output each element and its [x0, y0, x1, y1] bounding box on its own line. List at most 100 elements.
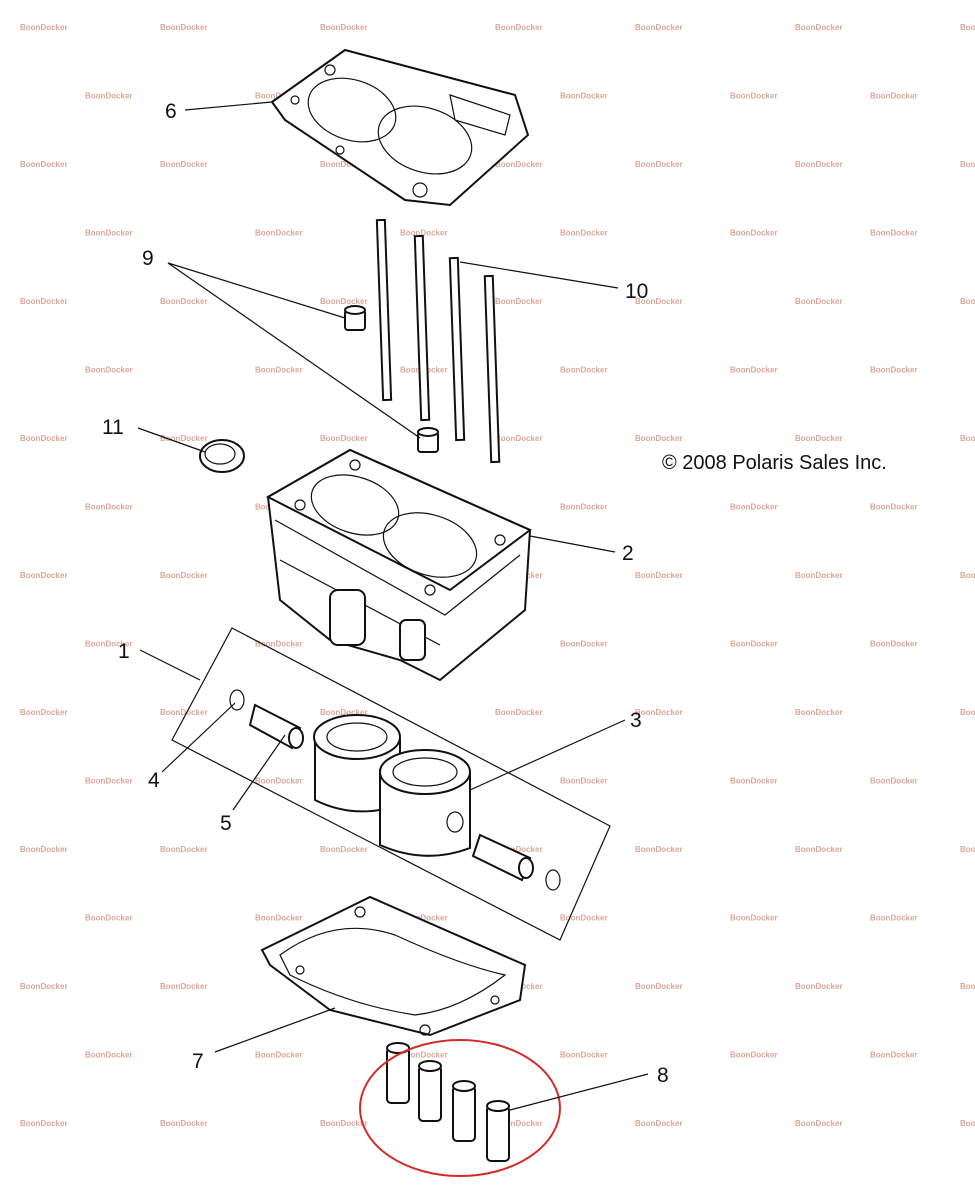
cylinder-block [265, 448, 532, 682]
watermark-text: BoonDocker [495, 708, 543, 717]
watermark-text: BoonDocker [495, 1119, 543, 1128]
watermark-text: BoonDocker [635, 1119, 683, 1128]
watermark-text: BoonDocker [320, 23, 368, 32]
piston-pin [248, 703, 534, 882]
cylinder-studs [375, 218, 501, 464]
watermark-text: BoonDocker [85, 777, 133, 786]
callout-9: 9 [142, 247, 154, 270]
watermark-text: BoonDocker [495, 845, 543, 854]
head-gasket [270, 48, 530, 207]
watermark-text: BoonDocker [20, 23, 68, 32]
watermark-text: BoonDocker [85, 229, 133, 238]
watermark-text: BoonDocker [795, 434, 843, 443]
cylinder-plug [199, 439, 245, 473]
callout-8: 8 [657, 1064, 669, 1087]
watermark-text: BoonDocker [160, 23, 208, 32]
watermark-text: BoonDocker [495, 23, 543, 32]
callout-1: 1 [118, 640, 130, 663]
watermark-text: BoonDocker [730, 503, 778, 512]
watermark-text: BoonDocker [160, 297, 208, 306]
watermark-text: BoonDocker [85, 366, 133, 375]
watermark-text: BoonDocker [795, 160, 843, 169]
watermark-text: BoonDocker [960, 297, 975, 306]
watermark-text: BoonDocker [160, 160, 208, 169]
watermark-text: BoonDocker [560, 229, 608, 238]
watermark-text: BoonDocker [730, 777, 778, 786]
watermark-text: BoonDocker [795, 297, 843, 306]
watermark-text: BoonDocker [160, 845, 208, 854]
callout-6: 6 [165, 100, 177, 123]
watermark-text: BoonDocker [255, 1051, 303, 1060]
watermark-text: BoonDocker [320, 160, 368, 169]
watermark-text: BoonDocker [20, 708, 68, 717]
watermark-text: BoonDocker [20, 982, 68, 991]
watermark-text: BoonDocker [255, 777, 303, 786]
watermark-text: BoonDocker [560, 366, 608, 375]
watermark-text: BoonDocker [795, 982, 843, 991]
watermark-text: BoonDocker [85, 503, 133, 512]
watermark-text: BoonDocker [85, 640, 133, 649]
watermark-text: BoonDocker [400, 1051, 448, 1060]
watermark-text: BoonDocker [560, 503, 608, 512]
watermark-text: BoonDocker [495, 160, 543, 169]
watermark-text: BoonDocker [795, 1119, 843, 1128]
watermark-text: BoonDocker [85, 914, 133, 923]
watermark-text: BoonDocker [255, 914, 303, 923]
watermark-text: BoonDocker [960, 845, 975, 854]
watermark-text: BoonDocker [495, 297, 543, 306]
watermark-text: BoonDocker [795, 23, 843, 32]
watermark-text: BoonDocker [20, 845, 68, 854]
callout-10: 10 [625, 280, 648, 303]
pistons [313, 714, 471, 857]
watermark-text: BoonDocker [730, 640, 778, 649]
piston-kit-frame [171, 627, 611, 941]
watermark-text: BoonDocker [960, 160, 975, 169]
watermark-text: BoonDocker [400, 914, 448, 923]
watermark-text: BoonDocker [160, 1119, 208, 1128]
watermark-text: BoonDocker [870, 914, 918, 923]
watermark-text: BoonDocker [20, 571, 68, 580]
watermark-text: BoonDocker [960, 23, 975, 32]
callout-2: 2 [622, 542, 634, 565]
watermark-text: BoonDocker [635, 160, 683, 169]
watermark-text: BoonDocker [635, 982, 683, 991]
watermark-text: BoonDocker [20, 160, 68, 169]
watermark-text: BoonDocker [870, 640, 918, 649]
watermark-text: BoonDocker [635, 708, 683, 717]
watermark-text: BoonDocker [870, 366, 918, 375]
watermark-text: BoonDocker [870, 777, 918, 786]
watermark-text: BoonDocker [870, 229, 918, 238]
watermark-text: BoonDocker [795, 845, 843, 854]
watermark-text: BoonDocker [870, 92, 918, 101]
watermark-text: BoonDocker [635, 23, 683, 32]
copyright-notice: © 2008 Polaris Sales Inc. [662, 452, 887, 474]
watermark-text: BoonDocker [20, 297, 68, 306]
watermark-text: BoonDocker [960, 434, 975, 443]
callout-3: 3 [630, 709, 642, 732]
watermark-text: BoonDocker [870, 503, 918, 512]
watermark-text: BoonDocker [320, 434, 368, 443]
callout-4: 4 [148, 769, 160, 792]
watermark-text: BoonDocker [320, 708, 368, 717]
watermark-text: BoonDocker [635, 434, 683, 443]
watermark-text: BoonDocker [320, 845, 368, 854]
highlight-circle [359, 1039, 561, 1177]
watermark-text: BoonDocker [635, 571, 683, 580]
watermark-text: BoonDocker [730, 92, 778, 101]
watermark-text: BoonDocker [560, 92, 608, 101]
watermark-text: BoonDocker [160, 571, 208, 580]
watermark-text: BoonDocker [20, 434, 68, 443]
watermark-text: BoonDocker [160, 982, 208, 991]
watermark-text: BoonDocker [730, 1051, 778, 1060]
watermark-text: BoonDocker [255, 366, 303, 375]
circlip [229, 689, 561, 891]
watermark-text: BoonDocker [495, 434, 543, 443]
watermark-text: BoonDocker [160, 708, 208, 717]
watermark-text: BoonDocker [85, 1051, 133, 1060]
watermark-text: BoonDocker [960, 708, 975, 717]
watermark-text: BoonDocker [960, 982, 975, 991]
watermark-text: BoonDocker [400, 229, 448, 238]
watermark-text: BoonDocker [730, 229, 778, 238]
